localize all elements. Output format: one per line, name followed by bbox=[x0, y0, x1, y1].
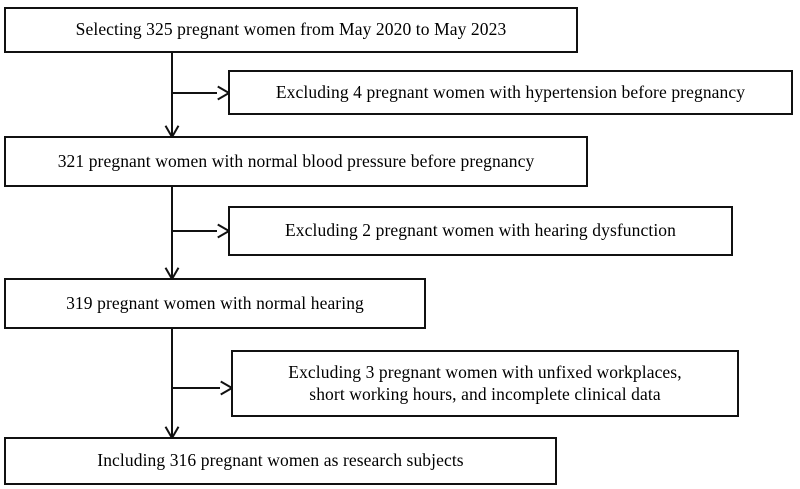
flow-node-included-subjects: Including 316 pregnant women as research… bbox=[4, 437, 557, 485]
connector-normal-hearing-to-included-line bbox=[171, 329, 173, 437]
flow-node-excluded-hypertension: Excluding 4 pregnant women with hyperten… bbox=[228, 70, 793, 115]
flow-node-excluded-other-criteria-label: Excluding 3 pregnant women with unfixed … bbox=[288, 362, 682, 404]
connector-normal-bp-to-excluded-hearing-line bbox=[171, 230, 217, 232]
flow-node-normal-hearing-label: 319 pregnant women with normal hearing bbox=[66, 292, 364, 313]
flow-node-selection: Selecting 325 pregnant women from May 20… bbox=[4, 7, 578, 53]
flow-node-excluded-hypertension-label: Excluding 4 pregnant women with hyperten… bbox=[275, 81, 746, 102]
flow-node-normal-hearing: 319 pregnant women with normal hearing bbox=[4, 278, 426, 329]
connector-normal-bp-to-normal-hearing-line bbox=[171, 187, 173, 278]
flow-node-selection-label: Selecting 325 pregnant women from May 20… bbox=[75, 19, 507, 40]
flow-node-excluded-hearing-dysfunction-label: Excluding 2 pregnant women with hearing … bbox=[285, 220, 676, 241]
connector-selection-to-excluded-hypertension-line bbox=[171, 92, 217, 94]
connector-normal-hearing-to-excluded-other-line bbox=[171, 387, 220, 389]
connector-selection-to-normal-bp-line bbox=[171, 53, 173, 136]
flow-node-normal-blood-pressure-label: 321 pregnant women with normal blood pre… bbox=[57, 150, 535, 171]
flow-node-included-subjects-label: Including 316 pregnant women as research… bbox=[97, 450, 464, 471]
flow-node-excluded-other-criteria: Excluding 3 pregnant women with unfixed … bbox=[231, 350, 739, 417]
flow-node-excluded-hearing-dysfunction: Excluding 2 pregnant women with hearing … bbox=[228, 206, 733, 256]
flow-node-normal-blood-pressure: 321 pregnant women with normal blood pre… bbox=[4, 136, 588, 187]
